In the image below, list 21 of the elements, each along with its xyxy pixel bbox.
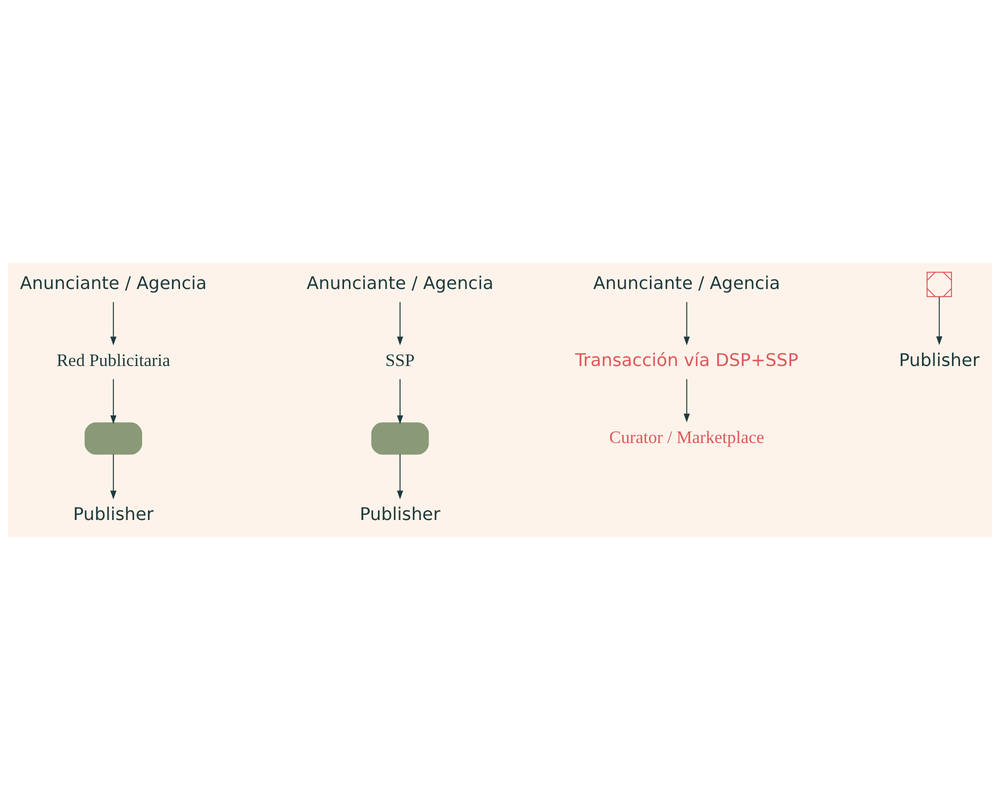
- arrow: [396, 302, 404, 346]
- node-text: Anunciante / Agencia: [20, 274, 207, 294]
- arrow: [936, 296, 942, 346]
- arrow: [110, 302, 116, 346]
- node-text: Publisher: [73, 504, 154, 525]
- arrow: [684, 302, 690, 346]
- node-text: Anunciante / Agencia: [306, 274, 494, 294]
- node-text: Red Publicitaria: [56, 350, 170, 370]
- arrow: [396, 378, 404, 424]
- node-text: SSP: [385, 350, 415, 370]
- node-text: Transacción vía DSP+SSP: [575, 350, 798, 371]
- arrow: [110, 378, 116, 424]
- node-handshake: [371, 422, 429, 455]
- arrow: [396, 454, 404, 500]
- arrow: [110, 454, 116, 500]
- node-handshake: [84, 422, 142, 455]
- node-text: Publisher: [898, 350, 980, 371]
- node-text: Curator / Marketplace: [609, 426, 764, 447]
- node-text: Publisher: [360, 504, 440, 525]
- node-text: Anunciante / Agencia: [593, 274, 780, 294]
- arrow: [684, 378, 690, 422]
